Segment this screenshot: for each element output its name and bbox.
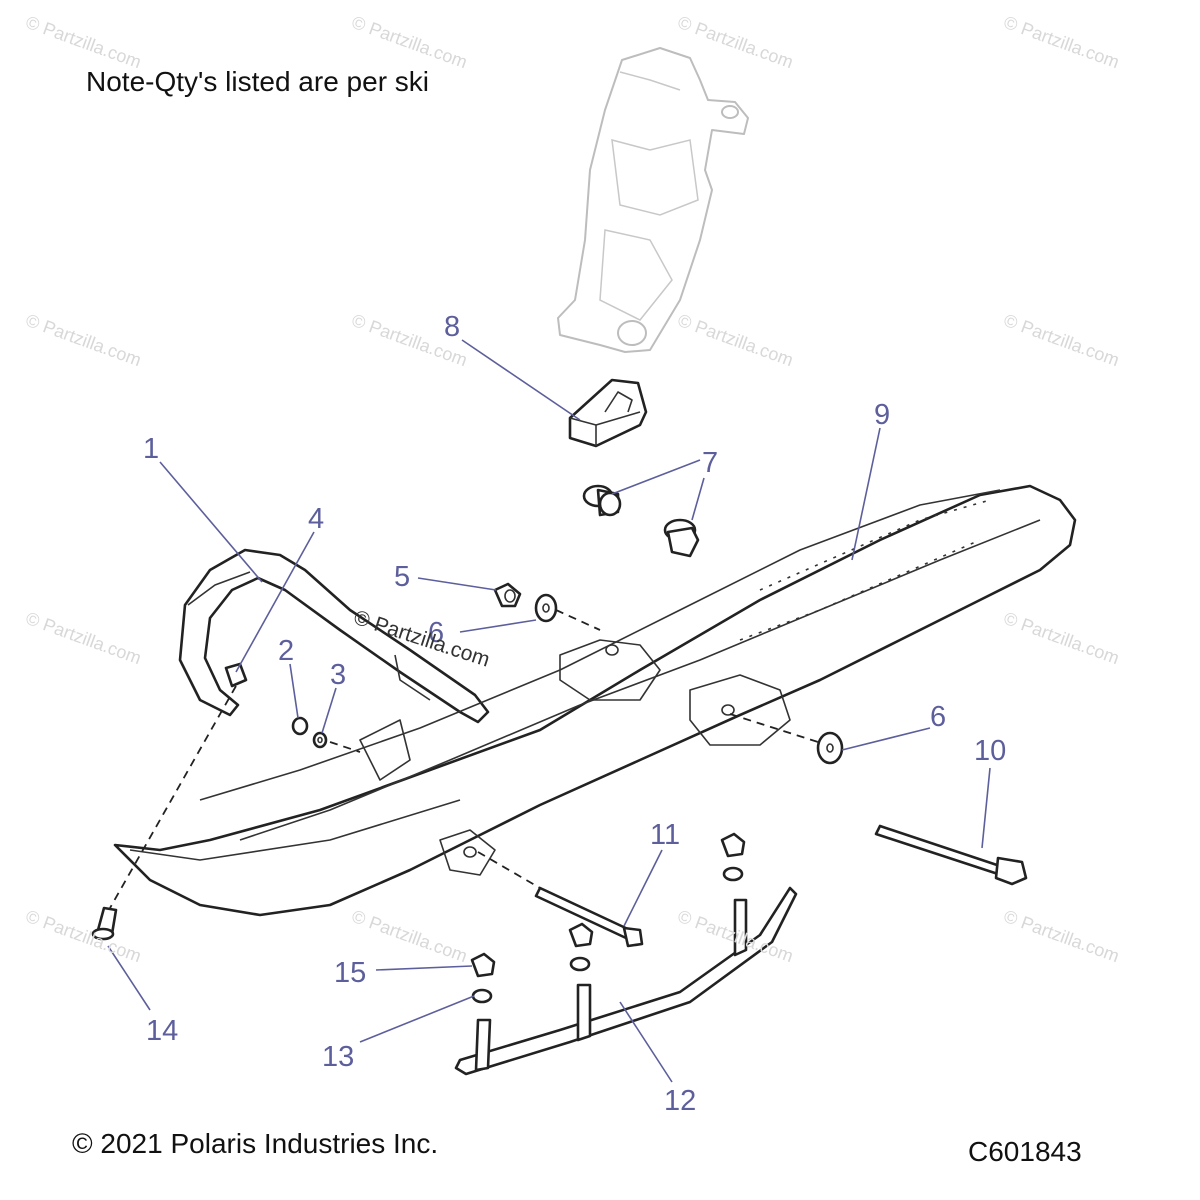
part-10-bolt <box>874 824 1028 886</box>
callout-6-upper: 6 <box>428 617 444 649</box>
callout-13: 13 <box>322 1041 354 1073</box>
callout-11: 11 <box>650 819 680 851</box>
assembly-guide-lines <box>109 609 819 909</box>
part-3-washer <box>312 731 328 749</box>
spindle-reference-ghost <box>557 47 749 353</box>
part-1-handle <box>178 548 490 724</box>
callout-1: 1 <box>143 433 159 465</box>
callout-numbers: 1 2 3 4 5 6 6 7 8 9 10 11 12 13 14 15 <box>143 311 1006 1117</box>
diagram-code: C601843 <box>968 1136 1082 1167</box>
part-2-nut <box>291 716 309 736</box>
part-7-bushings <box>582 484 700 558</box>
callout-3: 3 <box>330 659 346 691</box>
part-6-washer-lower <box>816 731 844 765</box>
part-11-bolt <box>534 886 644 948</box>
callout-12: 12 <box>664 1085 696 1117</box>
callout-6-lower: 6 <box>930 701 946 733</box>
part-4-insert <box>224 662 248 688</box>
callout-4: 4 <box>308 503 324 535</box>
quantity-note: Note-Qty's listed are per ski <box>86 66 430 97</box>
part-9-ski <box>113 484 1077 917</box>
callout-15: 15 <box>334 957 366 989</box>
part-15-nuts <box>470 832 746 978</box>
callout-2: 2 <box>278 635 294 667</box>
part-12-runner <box>454 886 798 1076</box>
part-14-screw <box>91 906 118 941</box>
part-13-washers <box>471 866 744 1004</box>
callout-9: 9 <box>874 399 890 431</box>
copyright-text: © 2021 Polaris Industries Inc. <box>72 1128 439 1159</box>
callout-8: 8 <box>444 311 460 343</box>
callout-14: 14 <box>146 1015 178 1047</box>
callout-leader-lines <box>107 339 991 1083</box>
part-6-washer-upper <box>534 593 558 623</box>
callout-7: 7 <box>702 447 718 479</box>
callout-5: 5 <box>394 561 410 593</box>
part-8-block <box>568 378 648 448</box>
part-5-bushing <box>493 582 522 608</box>
callout-10: 10 <box>974 735 1006 767</box>
